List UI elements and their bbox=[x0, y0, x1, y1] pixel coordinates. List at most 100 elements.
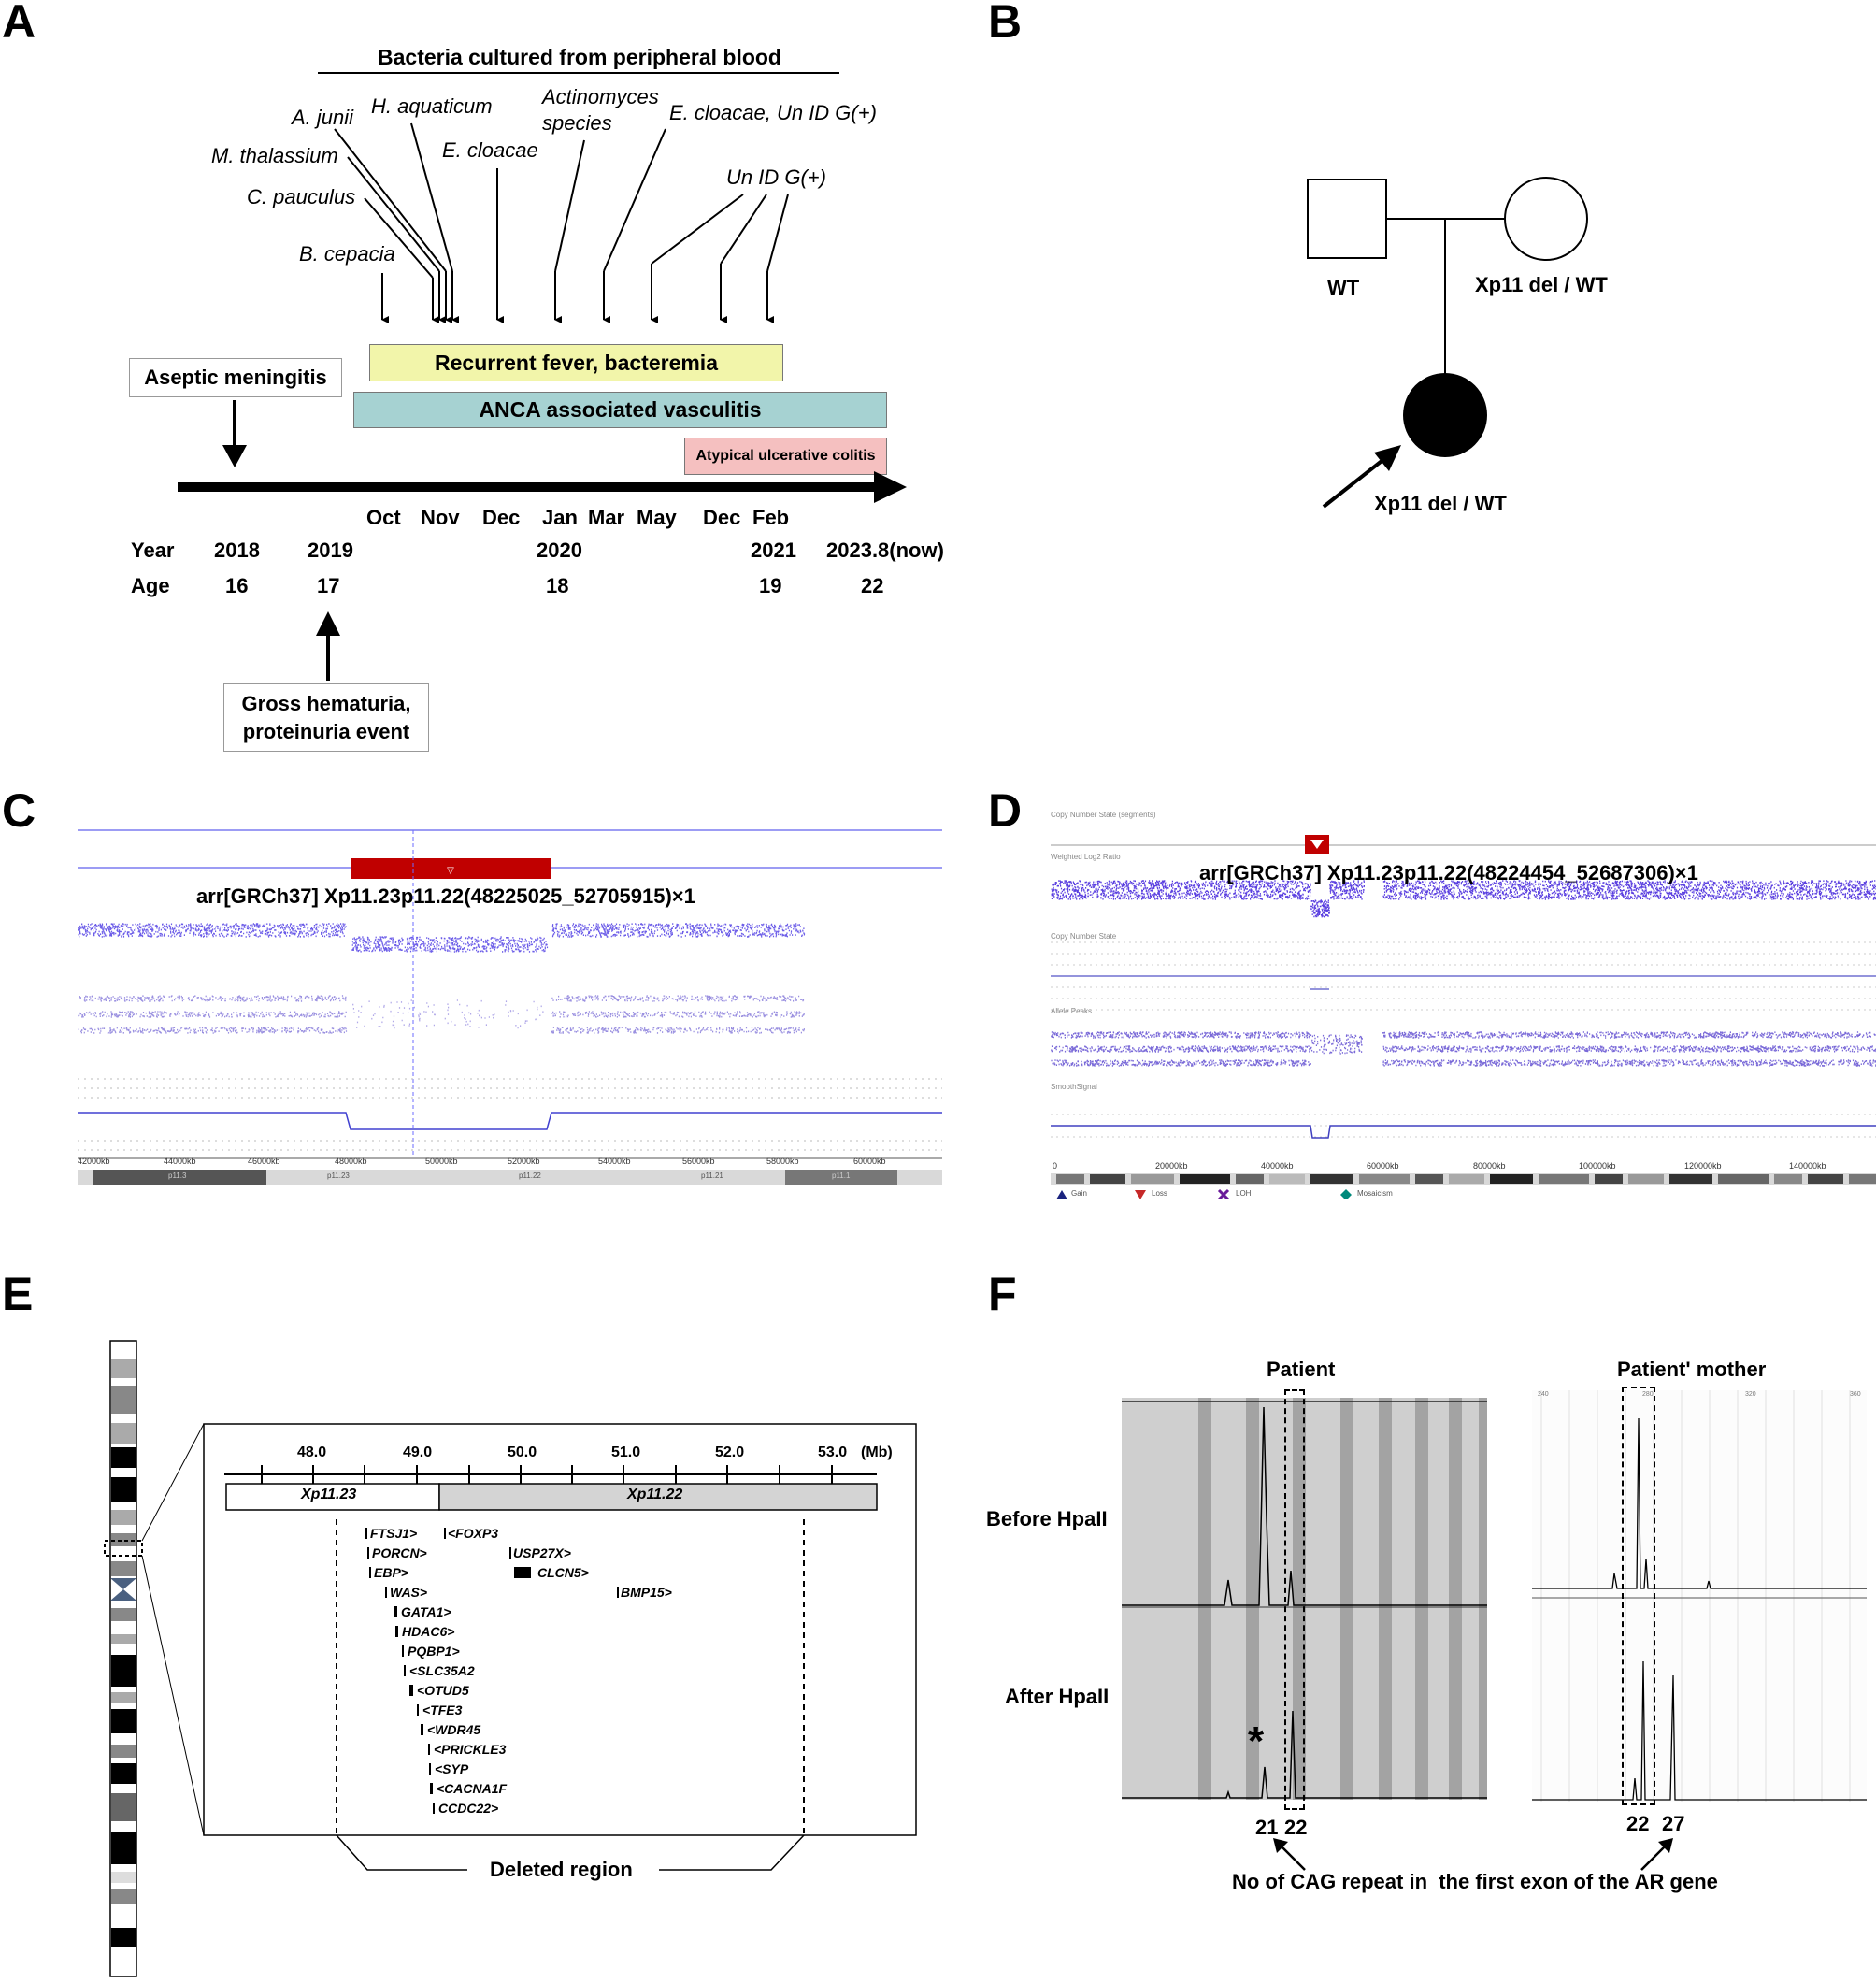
hematuria-line: proteinuria event bbox=[242, 719, 410, 743]
cma-c-axis: 42000kb 44000kb 46000kb 48000kb 50000kb … bbox=[75, 1157, 944, 1168]
month-label: Oct bbox=[366, 506, 401, 529]
legend-mosaicism: Mosaicism bbox=[1357, 1189, 1393, 1198]
gene-label: PORCN> bbox=[372, 1545, 427, 1560]
cma-d-axis: 0 20000kb 40000kb 60000kb 80000kb 100000… bbox=[1051, 1161, 1876, 1172]
cma-c-axis-tick: 46000kb bbox=[248, 1157, 280, 1166]
mother-tick: 240 bbox=[1538, 1391, 1549, 1398]
cma-c-axis-tick: 52000kb bbox=[508, 1157, 540, 1166]
mother-peak-label: 27 bbox=[1662, 1812, 1685, 1835]
gene-label: <PRICKLE3 bbox=[434, 1742, 507, 1757]
cma-c-axis-tick: 44000kb bbox=[164, 1157, 196, 1166]
gene-label: <SLC35A2 bbox=[409, 1663, 475, 1678]
gene-label: <WDR45 bbox=[427, 1722, 481, 1737]
mother-peak-highlight bbox=[1622, 1387, 1655, 1805]
hematuria-box: Gross hematuria, proteinuria event bbox=[223, 683, 429, 752]
patient-note-arrow bbox=[1273, 1838, 1306, 1871]
patient-peak-label: 22 bbox=[1284, 1816, 1308, 1839]
cma-c-band: p11.23 bbox=[327, 1171, 350, 1180]
month-label: Feb bbox=[752, 506, 790, 529]
patient-trace bbox=[1122, 1398, 1487, 1800]
panel-label-a: A bbox=[2, 0, 36, 48]
pedigree-chart bbox=[1307, 177, 1588, 457]
gene-label: USP27X> bbox=[513, 1545, 571, 1560]
bacteria-label: C. pauculus bbox=[247, 185, 356, 208]
bacteria-label: B. cepacia bbox=[299, 242, 395, 266]
cma-plot-d-graphic bbox=[1051, 835, 1876, 1199]
bacteria-label: A. junii bbox=[292, 106, 354, 129]
aseptic-arrow bbox=[222, 400, 247, 467]
age-value: 22 bbox=[861, 574, 884, 597]
before-hpaii-label: Before HpaII bbox=[986, 1507, 1108, 1530]
month-label: Jan bbox=[542, 506, 578, 529]
patient-genotype: Xp11 del / WT bbox=[1374, 492, 1507, 515]
cma-c-axis-tick: 58000kb bbox=[766, 1157, 799, 1166]
mother-title: Patient' mother bbox=[1617, 1358, 1767, 1381]
year-value: 2023.8(now) bbox=[826, 539, 944, 562]
mother-tick: 280 bbox=[1642, 1391, 1654, 1398]
gene-label: CLCN5> bbox=[537, 1565, 589, 1580]
bacteria-header: Bacteria cultured from peripheral blood bbox=[378, 45, 781, 69]
aseptic-meningitis-box: Aseptic meningitis bbox=[129, 358, 342, 397]
gene-label: BMP15> bbox=[621, 1585, 672, 1600]
gene-label: CCDC22> bbox=[438, 1801, 499, 1816]
d-track-label: Copy Number State (segments) bbox=[1051, 811, 1156, 819]
d-track-label: Copy Number State bbox=[1051, 932, 1117, 941]
mother-note-arrow bbox=[1640, 1838, 1673, 1871]
gene-label: <FOXP3 bbox=[448, 1526, 499, 1541]
cma-c-band: p11.21 bbox=[701, 1171, 723, 1180]
anca-vasculitis-bar: ANCA associated vasculitis bbox=[353, 392, 887, 428]
mother-symbol bbox=[1504, 177, 1588, 261]
age-value: 16 bbox=[225, 574, 249, 597]
legend-loh: LOH bbox=[1236, 1189, 1252, 1198]
loss-segment bbox=[351, 858, 551, 879]
bacteria-label: E. cloacae, Un ID G(+) bbox=[669, 101, 877, 124]
mother-peak-label: 22 bbox=[1626, 1812, 1650, 1835]
cma-c-bands: p11.3 p11.23 p11.22 p11.21 p11.1 bbox=[75, 1171, 944, 1185]
cma-c-axis-tick: 42000kb bbox=[78, 1157, 110, 1166]
mother-tick: 320 bbox=[1745, 1391, 1756, 1398]
age-value: 17 bbox=[317, 574, 340, 597]
cma-c-axis-tick: 54000kb bbox=[598, 1157, 631, 1166]
cma-c-axis-tick: 56000kb bbox=[682, 1157, 715, 1166]
cma-c-annotation: arr[GRCh37] Xp11.23p11.22(48225025_52705… bbox=[196, 884, 695, 908]
year-value: 2021 bbox=[751, 539, 796, 562]
cma-c-band: p11.22 bbox=[519, 1171, 541, 1180]
scale-label: 51.0 bbox=[611, 1444, 641, 1460]
cma-c-axis-tick: 50000kb bbox=[425, 1157, 458, 1166]
panel-label-e: E bbox=[2, 1268, 34, 1320]
deleted-region-label: Deleted region bbox=[490, 1858, 633, 1881]
d-track-label: Allele Peaks bbox=[1051, 1007, 1093, 1015]
mother-trace bbox=[1532, 1390, 1867, 1802]
d-track-label: Weighted Log2 Ratio bbox=[1051, 853, 1121, 861]
legend-loss: Loss bbox=[1152, 1189, 1167, 1198]
scale-unit: (Mb) bbox=[861, 1444, 893, 1460]
hematuria-line: Gross hematuria, bbox=[241, 691, 411, 715]
gene-label: HDAC6> bbox=[402, 1624, 455, 1639]
cma-d-axis-tick: 100000kb bbox=[1579, 1161, 1616, 1171]
bacteria-pointer-lines bbox=[334, 122, 789, 323]
mother-electropherogram: 240 280 320 360 bbox=[1532, 1390, 1867, 1802]
bacteria-label: Un ID G(+) bbox=[726, 165, 826, 189]
gene-label: GATA1> bbox=[401, 1604, 451, 1619]
svg-text:▽: ▽ bbox=[447, 866, 454, 876]
main-timeline-arrow bbox=[178, 471, 907, 503]
gene-label: FTSJ1> bbox=[370, 1526, 418, 1541]
gene-label: WAS> bbox=[390, 1585, 428, 1600]
mother-genotype: Xp11 del / WT bbox=[1475, 273, 1608, 296]
month-label: May bbox=[637, 506, 677, 529]
father-genotype: WT bbox=[1327, 276, 1360, 299]
month-label: Dec bbox=[482, 506, 521, 529]
skewed-peak-star: * bbox=[1248, 1718, 1265, 1764]
scale-label: 53.0 bbox=[818, 1444, 848, 1460]
age-value: 18 bbox=[546, 574, 569, 597]
scale-label: 49.0 bbox=[403, 1444, 433, 1460]
cma-plot-c-graphic: ▽ bbox=[78, 829, 942, 1185]
cma-c-axis-tick: 48000kb bbox=[335, 1157, 367, 1166]
after-hpaii-label: After HpaII bbox=[1005, 1685, 1110, 1708]
cma-c-band: p11.1 bbox=[832, 1171, 851, 1180]
month-label: Nov bbox=[421, 506, 460, 529]
father-symbol bbox=[1307, 179, 1387, 259]
age-value: 19 bbox=[759, 574, 782, 597]
mother-ticks: 240 280 320 360 bbox=[1532, 1391, 1867, 1401]
chromosome-x-ideogram bbox=[104, 1340, 143, 1977]
